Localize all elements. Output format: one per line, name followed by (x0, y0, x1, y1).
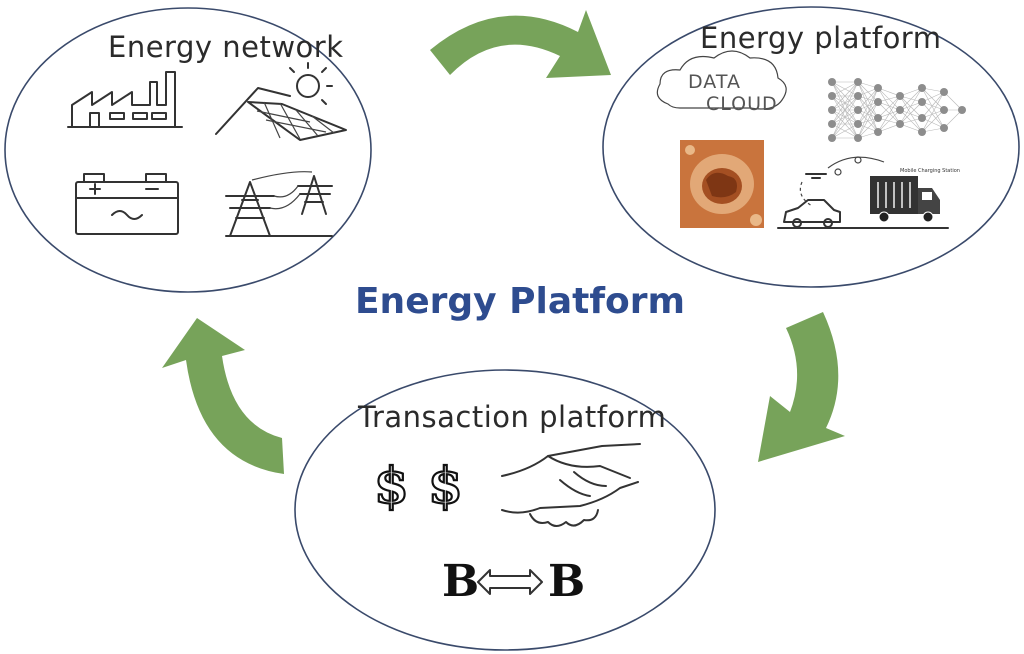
nn-node (896, 120, 904, 128)
nn-node (940, 88, 948, 96)
dollar-icon: $ $ (373, 455, 464, 516)
nn-edge (943, 91, 963, 111)
nn-edge (921, 101, 945, 129)
drone-icon (799, 156, 885, 207)
nn-edge (921, 91, 945, 119)
center-title: Energy Platform (355, 281, 685, 322)
nn-edge (921, 91, 945, 103)
nn-edge (921, 117, 945, 129)
arrow-network-to-platform (430, 10, 611, 78)
energy-network-ellipse (4, 7, 372, 293)
nn-edge (857, 117, 879, 139)
nn-edge (857, 87, 879, 111)
power-tower-icon (225, 171, 333, 237)
nn-edge (899, 87, 923, 111)
svg-text:B: B (548, 556, 585, 607)
nn-edge (831, 109, 859, 139)
nn-edge (899, 87, 923, 125)
nn-edge (877, 109, 901, 133)
energy-platform-label: Energy platform (700, 21, 941, 55)
nn-edge (877, 95, 901, 119)
nn-node (896, 106, 904, 114)
nn-edge (877, 95, 901, 133)
nn-node (854, 134, 862, 142)
nn-node (940, 106, 948, 114)
nn-edge (899, 101, 923, 125)
nn-edge (857, 101, 879, 139)
nn-node (918, 128, 926, 136)
nn-edge (899, 95, 923, 119)
nn-node (874, 98, 882, 106)
energy-network-label: Energy network (108, 30, 344, 64)
nn-node (854, 120, 862, 128)
nn-edge (831, 81, 859, 125)
nn-edge (921, 87, 945, 129)
transaction-platform-ellipse (294, 369, 716, 651)
nn-node (958, 106, 966, 114)
nn-node (874, 128, 882, 136)
battery-icon (75, 173, 179, 235)
nn-node (918, 84, 926, 92)
transaction-platform-label: Transaction platform (357, 400, 666, 434)
nn-edge (857, 87, 879, 139)
svg-text:DATA: DATA (688, 71, 741, 93)
svg-text:CLOUD: CLOUD (706, 93, 778, 115)
neural-network-icon (828, 78, 966, 142)
nn-edge (831, 95, 859, 139)
solar-panel-icon (215, 62, 347, 141)
nn-edge (921, 109, 945, 133)
cycle-arrows (162, 10, 845, 474)
nn-node (874, 114, 882, 122)
nn-edge (921, 91, 945, 133)
nn-node (828, 120, 836, 128)
nn-node (828, 134, 836, 142)
nn-edge (877, 101, 901, 125)
arrow-platform-to-transaction (758, 312, 845, 462)
nn-node (854, 78, 862, 86)
nn-edge (831, 81, 859, 139)
electric-car-icon (783, 199, 841, 228)
nn-node (828, 106, 836, 114)
handshake-icon (501, 443, 641, 527)
svg-text:$: $ (428, 456, 463, 515)
nn-edge (831, 123, 859, 139)
nn-node (896, 92, 904, 100)
arrow-transaction-to-network (162, 318, 284, 474)
nn-node (828, 78, 836, 86)
nn-node (854, 92, 862, 100)
nn-edge (921, 87, 945, 111)
nn-edge (831, 81, 859, 111)
nn-edge (831, 81, 859, 97)
nn-node (874, 84, 882, 92)
nn-edge (857, 95, 879, 119)
truck-icon: Mobile Charging Station (777, 168, 960, 229)
nn-edge (857, 81, 879, 119)
nn-node (918, 98, 926, 106)
nn-edge (943, 109, 963, 129)
nn-node (940, 124, 948, 132)
svg-text:Mobile Charging Station: Mobile Charging Station (900, 168, 960, 174)
nn-node (918, 114, 926, 122)
factory-icon (67, 71, 183, 128)
thermal-image-icon (680, 140, 764, 228)
bitcoin-exchange-icon: B B (442, 556, 585, 607)
energy-platform-ellipse (602, 6, 1020, 288)
svg-text:B: B (442, 556, 479, 607)
svg-text:$: $ (374, 456, 409, 515)
nn-node (828, 92, 836, 100)
data-cloud-icon: DATA CLOUD (656, 50, 787, 115)
nn-edge (857, 87, 879, 125)
nn-node (854, 106, 862, 114)
